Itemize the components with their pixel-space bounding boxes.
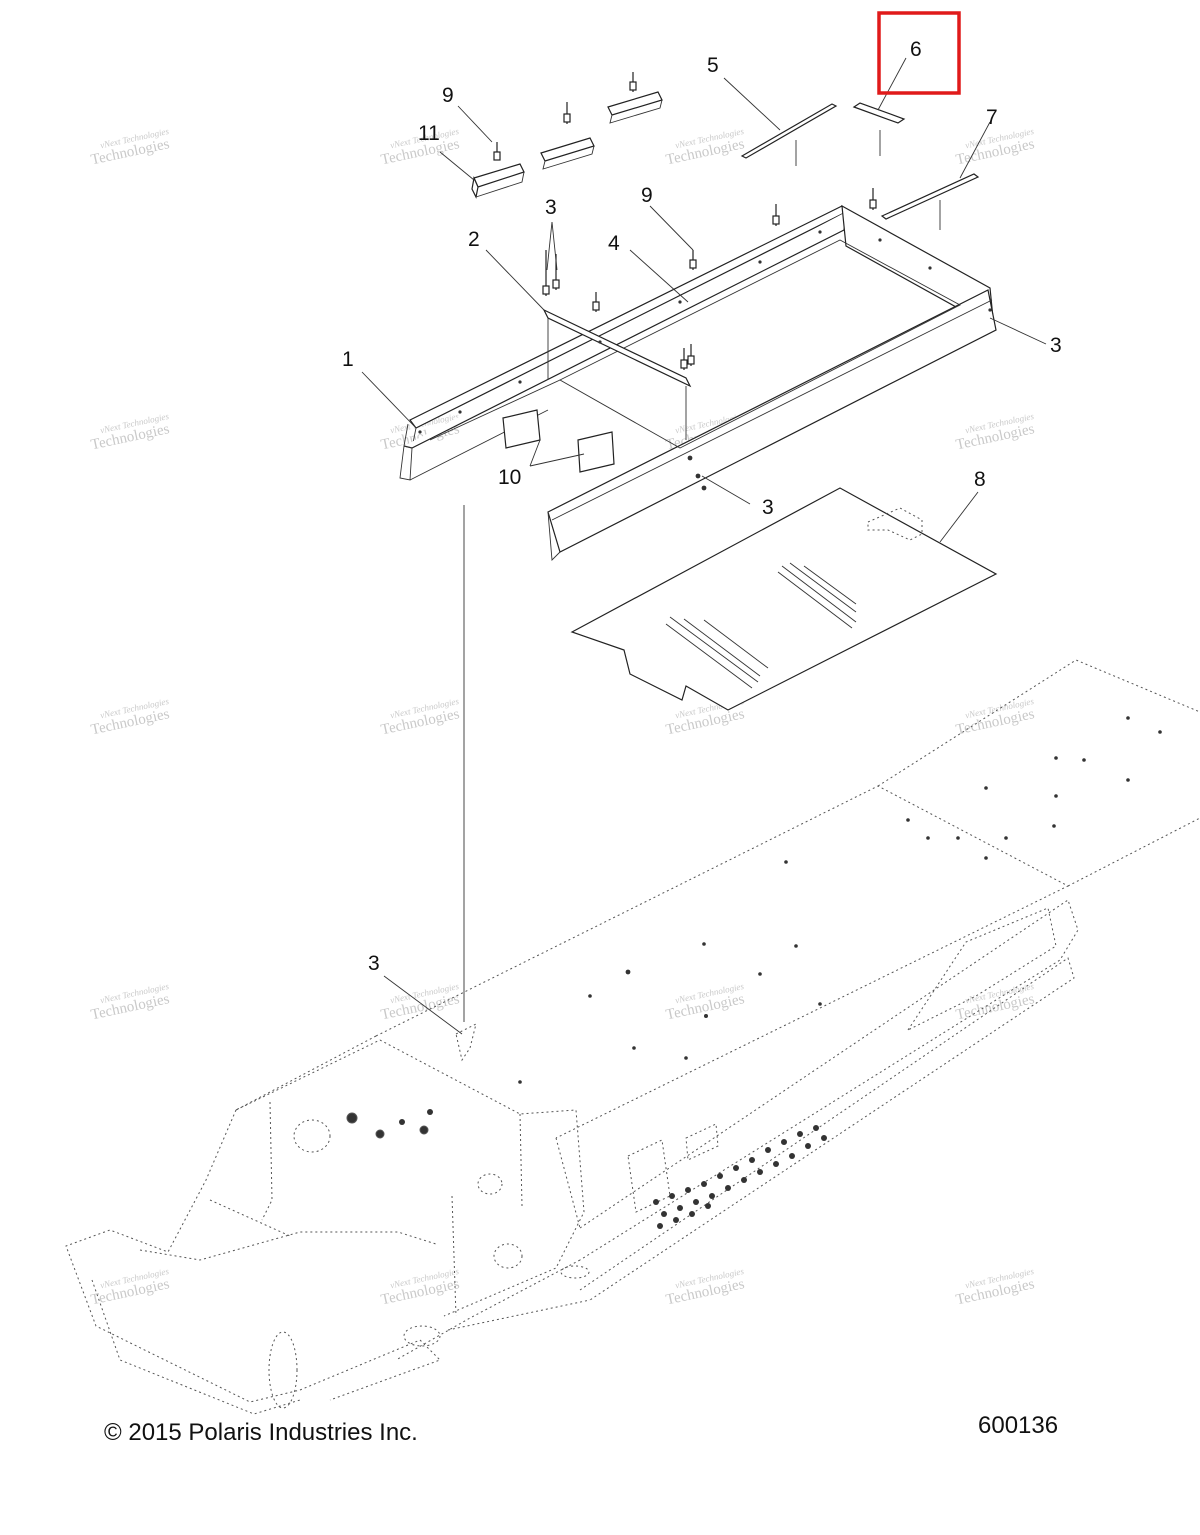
callout-layer: 1 2 3 3 3 3 4 5 6 7 8 9 9 10 11 <box>342 38 1062 975</box>
strip-parts <box>740 102 980 230</box>
highlight-box <box>877 11 961 95</box>
callout-3[interactable]: 3 <box>368 952 380 975</box>
callout-9[interactable]: 9 <box>641 184 653 207</box>
callout-11[interactable]: 11 <box>418 122 440 145</box>
storage-frame <box>399 188 997 562</box>
callout-4[interactable]: 4 <box>608 232 620 255</box>
block-parts <box>471 72 663 199</box>
callout-3[interactable]: 3 <box>762 496 774 519</box>
callout-7[interactable]: 7 <box>986 106 998 129</box>
callout-3[interactable]: 3 <box>1050 334 1062 357</box>
callout-5[interactable]: 5 <box>707 54 719 77</box>
dimple-array <box>653 1125 827 1229</box>
callout-3[interactable]: 3 <box>545 196 557 219</box>
callout-1[interactable]: 1 <box>342 348 354 371</box>
leader-lines <box>361 57 1047 1035</box>
chassis <box>65 659 1200 1415</box>
copyright-text: © 2015 Polaris Industries Inc. <box>104 1419 418 1446</box>
floor-mat <box>570 487 998 711</box>
callout-9[interactable]: 9 <box>442 84 454 107</box>
watermark-layer: vNext Technologies Technologies vNext Te… <box>90 126 1037 1309</box>
rail-holes <box>418 230 992 491</box>
bolt-icon <box>493 72 637 161</box>
callout-10[interactable]: 10 <box>498 466 521 489</box>
callout-2[interactable]: 2 <box>468 228 480 251</box>
callout-8[interactable]: 8 <box>974 468 986 491</box>
callout-6[interactable]: 6 <box>910 38 922 61</box>
deck-holes <box>346 716 1162 1139</box>
bolt-icon <box>542 188 877 370</box>
diagram-part-number: 600136 <box>978 1412 1059 1439</box>
